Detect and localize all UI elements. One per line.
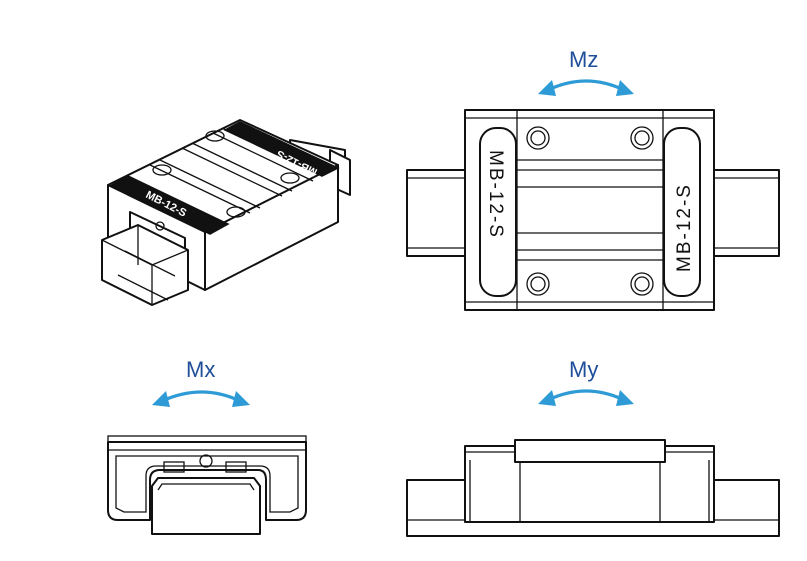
top-view: MB-12-S MB-12-S — [406, 109, 780, 311]
mx-indicator: Mx — [152, 357, 250, 407]
top-right-marking: MB-12-S — [674, 183, 695, 272]
mz-label: Mz — [569, 47, 598, 72]
isometric-view: MB-12-S MB-12-S — [101, 119, 351, 306]
mx-label: Mx — [186, 357, 215, 382]
my-label: My — [569, 357, 598, 382]
mz-indicator: Mz — [538, 47, 634, 96]
front-view — [107, 435, 307, 535]
side-view — [406, 439, 780, 537]
top-left-marking: MB-12-S — [485, 150, 506, 239]
my-indicator: My — [538, 357, 634, 406]
